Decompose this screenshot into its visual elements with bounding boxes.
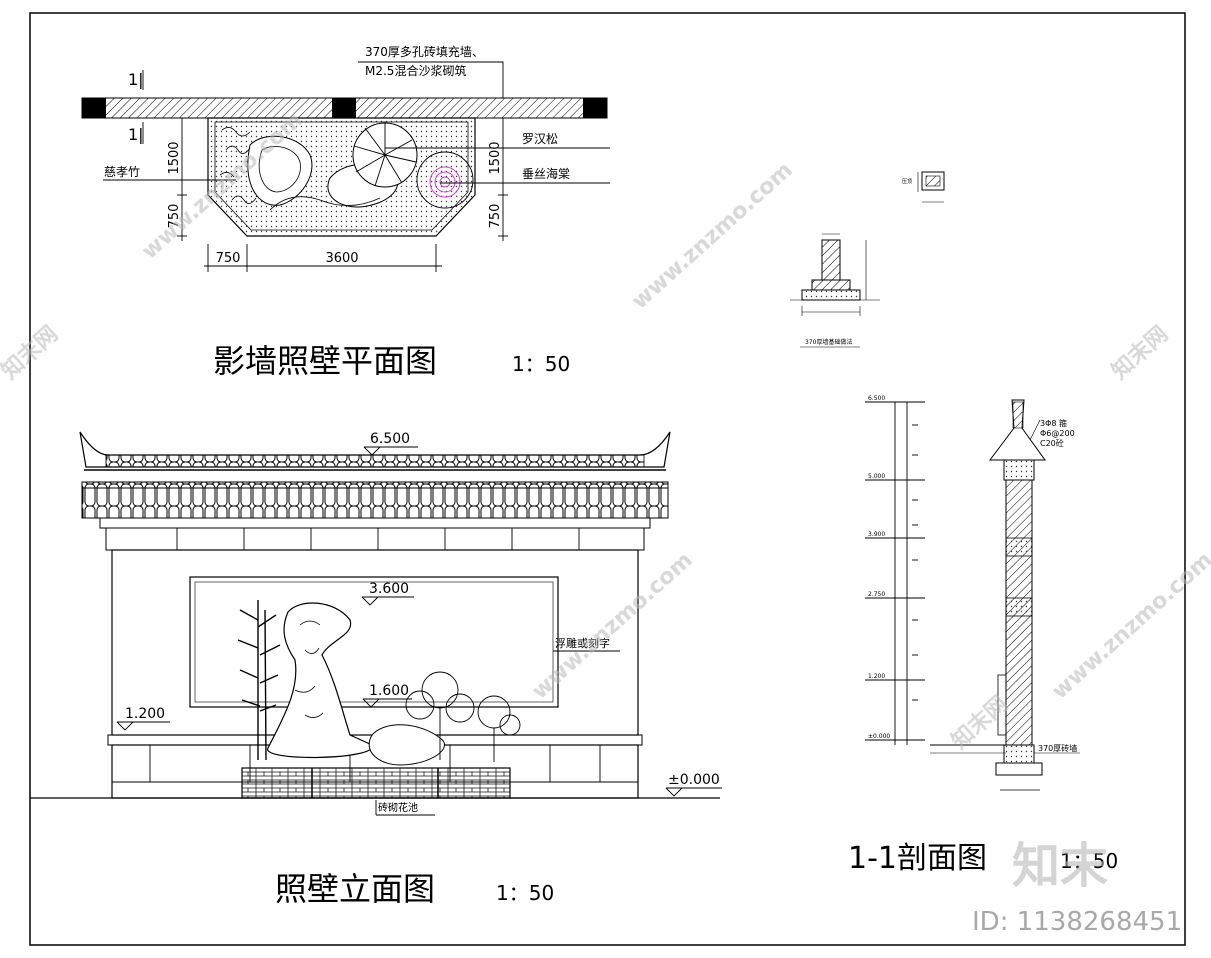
plan-view: 1500 750 1500 750 750 3600 370厚多孔砖填充墙、 M… (81, 44, 610, 380)
section-level-3: 2.750 (868, 591, 885, 598)
watermark-logo: 知末 (1012, 838, 1108, 894)
section-scale: 1：50 (1060, 849, 1118, 873)
detail-top-note: 压顶 (902, 179, 912, 185)
watermark-site-4: www.znzmo.com (1047, 548, 1211, 705)
section-level-0: 6.500 (868, 395, 885, 402)
plan-dim-left-lower: 750 (167, 204, 182, 229)
section-view: 6.500 5.000 3.900 2.750 1.200 ±0.000 3Φ8… (848, 395, 1118, 876)
plan-dim-left-upper: 1500 (167, 141, 182, 174)
elev-planter-note: 砖砌花池 (378, 801, 418, 814)
section-level-5: ±0.000 (868, 733, 890, 740)
plan-label-crabapple: 垂丝海棠 (522, 166, 570, 181)
watermark-brand-1: 知末网 (0, 321, 63, 384)
section-level-1: 5.000 (868, 473, 885, 480)
elevation-view: 6.500 3.600 1.200 1.600 ±0.000 浮雕或刻字 砖砌花… (30, 431, 722, 908)
plan-note-line2: M2.5混合沙浆砌筑 (365, 63, 466, 78)
section-wall-note: 370厚砖墙 (1038, 743, 1077, 753)
plan-dim-bottom-main: 3600 (325, 251, 358, 266)
plan-dim-right-lower: 750 (488, 204, 503, 229)
elev-label-plinth: 1.200 (125, 706, 165, 722)
section-level-4: 1.200 (868, 673, 885, 680)
watermark-site-2: www.znzmo.com (627, 158, 797, 315)
elevation-scale: 1：50 (496, 881, 554, 905)
plan-title: 影墙照壁平面图 (213, 342, 437, 380)
elevation-title: 照壁立面图 (275, 870, 435, 908)
plan-scale: 1：50 (512, 352, 570, 376)
watermark-id: ID: 1138268451 (972, 907, 1182, 937)
section-note-1: 3Φ8 箍 (1040, 418, 1067, 428)
plan-dim-bottom-left: 750 (216, 251, 241, 266)
sheet-border (29, 12, 1186, 946)
plan-dim-right-upper: 1500 (488, 141, 503, 174)
elev-panel-note: 浮雕或刻字 (555, 636, 610, 650)
plan-label-bamboo: 慈孝竹 (104, 164, 140, 179)
section-note-2: Φ6@200 (1040, 429, 1075, 438)
elev-label-rock: 1.600 (369, 683, 409, 699)
plan-note-line1: 370厚多孔砖填充墙、 (365, 44, 484, 59)
section-level-2: 3.900 (868, 531, 885, 538)
foundation-detail: 压顶 370厚墙基础做法 (790, 171, 945, 348)
detail-caption: 370厚墙基础做法 (805, 338, 852, 346)
section-note-3: C20砼 (1040, 438, 1064, 448)
elev-label-panel: 3.600 (369, 581, 409, 597)
plan-section-mark-top: 1| (128, 70, 144, 89)
section-title: 1-1剖面图 (848, 841, 987, 876)
plan-section-mark-bottom: 1| (128, 125, 144, 144)
watermark-brand-2: 知末网 (1107, 321, 1173, 384)
elev-label-ground: ±0.000 (668, 772, 720, 788)
plan-label-pine: 罗汉松 (522, 132, 558, 146)
elev-label-top: 6.500 (370, 431, 410, 447)
